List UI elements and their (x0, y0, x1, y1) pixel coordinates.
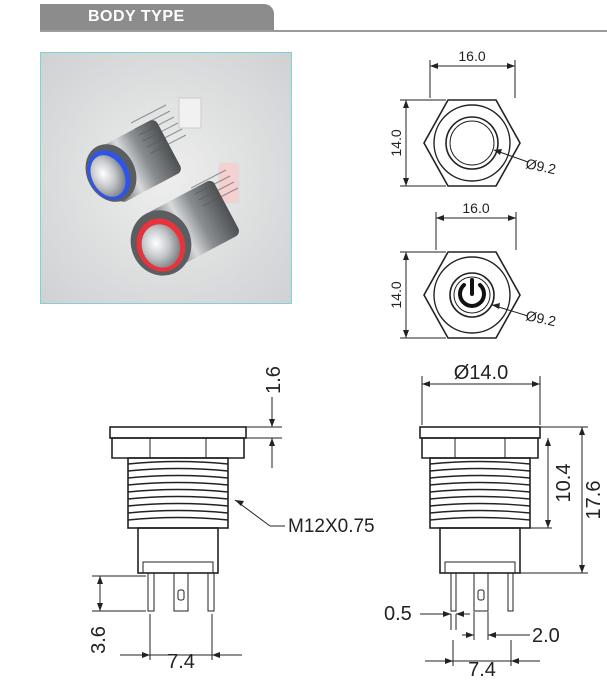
red-switch (130, 162, 240, 276)
terminal-length-label: 3.6 (88, 626, 110, 654)
pin-offset-label: 2.0 (532, 625, 560, 647)
blue-switch (85, 97, 202, 202)
terminal-width-label: 0.5 (384, 603, 412, 625)
power-icon (458, 278, 486, 308)
front-view-plain (400, 60, 529, 187)
head-thickness-label: 1.6 (263, 366, 285, 394)
fv2-height-label: 14.0 (388, 281, 404, 308)
thread-label: M12X0.75 (288, 516, 375, 537)
fv1-width-label: 16.0 (458, 48, 485, 64)
section-title: BODY TYPE (88, 8, 185, 25)
side-view-left (92, 397, 285, 660)
section-header: BODY TYPE (0, 0, 607, 34)
fv1-diameter-label: Ø9.2 (524, 155, 557, 177)
thread-length-label: 10.4 (553, 464, 575, 503)
header-underline (40, 30, 607, 32)
header-tab (40, 4, 274, 31)
side-view-right (419, 376, 588, 666)
fv2-diameter-label: Ø9.2 (524, 307, 557, 329)
front-view-power (400, 212, 529, 339)
total-length-label: 17.6 (583, 481, 605, 520)
dimension-arrows (97, 63, 585, 664)
diameter-label: Ø14.0 (454, 362, 508, 384)
left-spacing-label: 7.4 (167, 651, 195, 673)
fv2-width-label: 16.0 (462, 200, 489, 216)
product-photo (40, 52, 292, 304)
right-spacing-label: 7.4 (468, 659, 496, 681)
fv1-height-label: 14.0 (388, 129, 404, 156)
